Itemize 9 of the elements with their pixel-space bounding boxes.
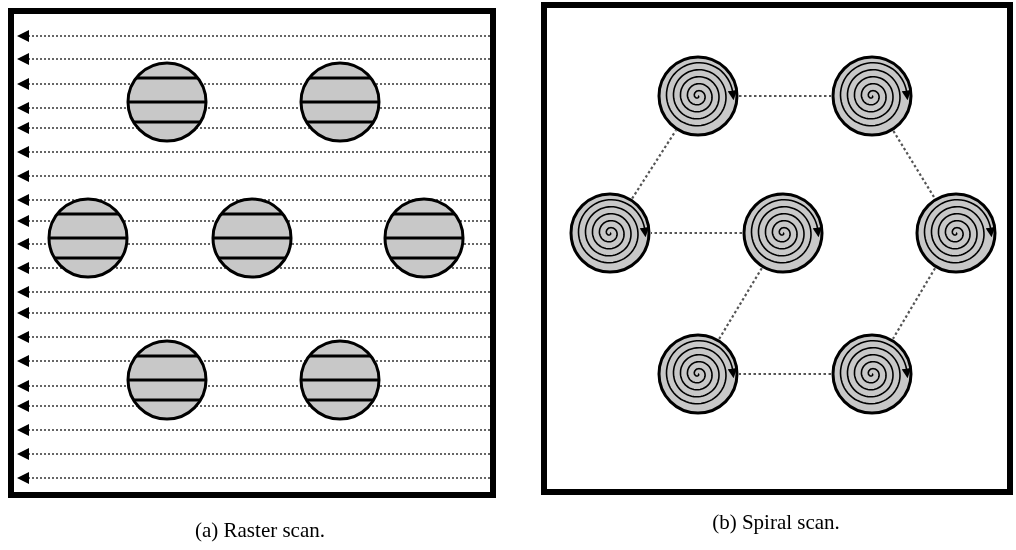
dotted-connector <box>651 231 742 235</box>
dotted-connector <box>892 267 936 340</box>
dotted-connector <box>739 94 831 98</box>
dotted-connector <box>631 129 677 200</box>
figure-caption: (a) Raster scan. <box>195 518 325 543</box>
dotted-connector <box>718 267 763 340</box>
figure-caption: (b) Spiral scan. <box>712 510 840 535</box>
dotted-connector <box>739 372 831 376</box>
dotted-connector <box>892 130 936 199</box>
